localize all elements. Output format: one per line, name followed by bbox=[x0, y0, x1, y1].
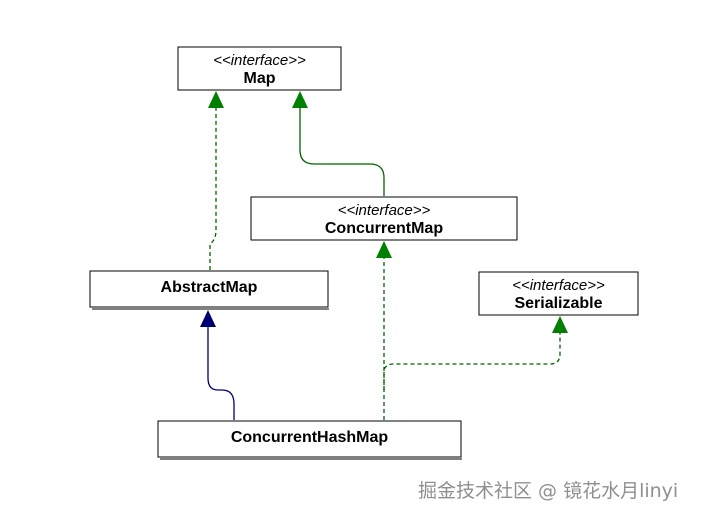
arrowhead-chm-concurrentmap bbox=[376, 241, 392, 258]
arrowhead-abstractmap-map bbox=[208, 91, 224, 108]
node-serializable-name: Serializable bbox=[514, 295, 602, 312]
node-concurrentmap[interactable]: <<interface>> ConcurrentMap bbox=[250, 196, 518, 241]
arrowhead-chm-serializable bbox=[552, 316, 568, 333]
node-map-box bbox=[177, 46, 342, 91]
edge-concurrentmap-extends-map bbox=[299, 108, 385, 196]
node-concurrentmap-name: ConcurrentMap bbox=[325, 220, 443, 237]
node-concurrenthashmap-name: ConcurrentHashMap bbox=[231, 429, 389, 446]
node-concurrentmap-box bbox=[250, 196, 518, 241]
node-serializable[interactable]: <<interface>> Serializable bbox=[478, 271, 639, 316]
node-map[interactable]: <<interface>> Map bbox=[177, 46, 342, 91]
node-map-name: Map bbox=[244, 70, 276, 87]
node-serializable-box bbox=[478, 271, 639, 316]
node-serializable-stereotype: <<interface>> bbox=[512, 277, 605, 294]
node-abstractmap-name: AbstractMap bbox=[161, 279, 258, 296]
arrowhead-chm-abstractmap bbox=[200, 310, 216, 327]
node-concurrentmap-stereotype: <<interface>> bbox=[338, 202, 431, 219]
watermark-text: 掘金技术社区 @ 镜花水月linyi bbox=[418, 480, 679, 502]
node-abstractmap[interactable]: AbstractMap bbox=[89, 270, 329, 310]
edge-chm-extends-abstractmap bbox=[207, 327, 235, 420]
node-abstractmap-box bbox=[89, 270, 329, 308]
arrowhead-concurrentmap-map bbox=[292, 91, 308, 108]
node-map-stereotype: <<interface>> bbox=[213, 52, 306, 69]
node-concurrenthashmap[interactable]: ConcurrentHashMap bbox=[157, 420, 462, 460]
edge-abstractmap-implements-map bbox=[209, 108, 217, 270]
edge-chm-implements-serializable bbox=[383, 333, 561, 390]
node-concurrenthashmap-box bbox=[157, 420, 462, 458]
